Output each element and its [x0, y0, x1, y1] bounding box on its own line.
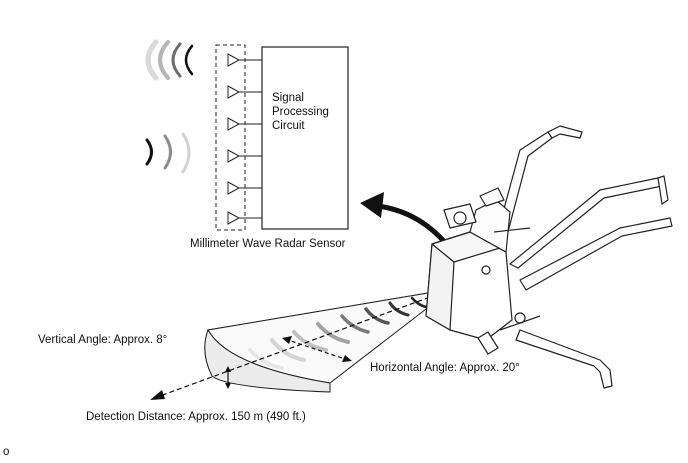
signal-processing-box: [261, 46, 349, 230]
signal-processing-line-1: Signal: [272, 92, 304, 104]
signal-processing-label: Signal Processing Circuit: [272, 91, 329, 133]
sensor-label: Millimeter Wave Radar Sensor: [190, 238, 346, 250]
signal-processing-line-3: Circuit: [272, 120, 305, 132]
antenna-icon: [227, 53, 262, 225]
curved-arrow-icon: [360, 192, 450, 248]
vertical-angle-label: Vertical Angle: Approx. 8°: [38, 334, 168, 346]
corner-mark: o: [3, 446, 10, 458]
radar-beam: [150, 288, 453, 400]
radar-sensor-unit: [425, 125, 673, 389]
outgoing-wave-icon: [145, 39, 194, 81]
incoming-wave-icon: [145, 132, 191, 174]
antenna-array: [215, 44, 246, 231]
horizontal-angle-label: Horizontal Angle: Approx. 20°: [370, 362, 520, 374]
signal-processing-line-2: Processing: [272, 106, 329, 118]
detection-distance-label: Detection Distance: Approx. 150 m (490 f…: [86, 411, 306, 423]
